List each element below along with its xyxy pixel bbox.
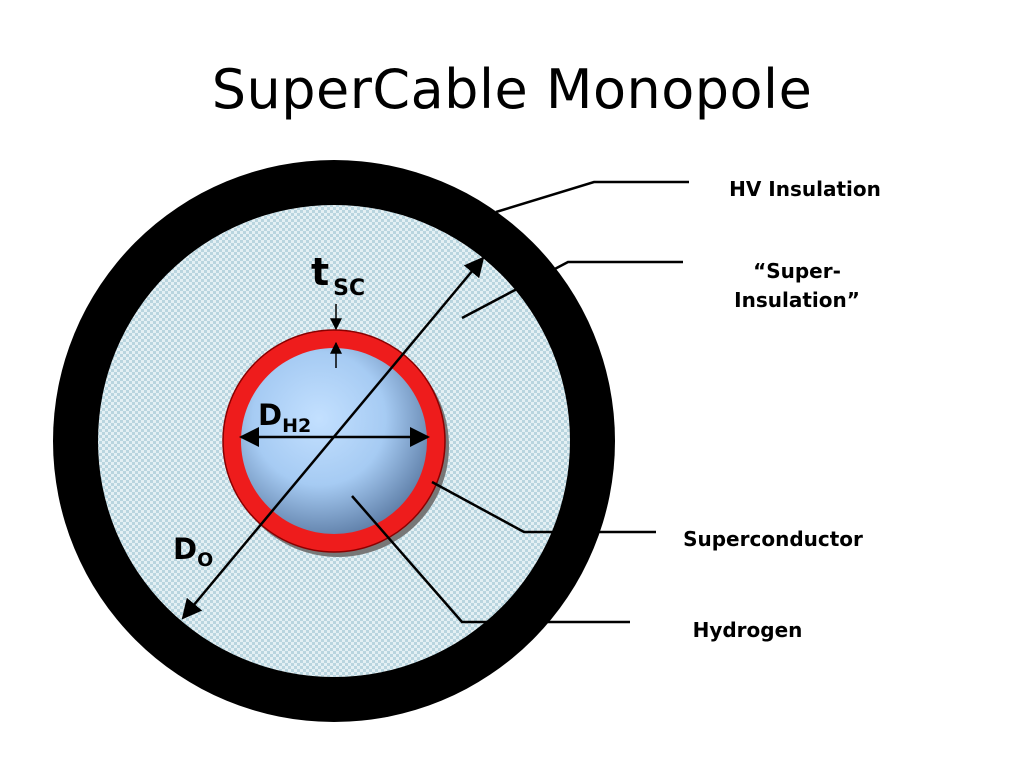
hydrogen-leader	[351, 495, 630, 624]
hydrogen-core	[241, 348, 427, 534]
super-insulation-leader	[461, 260, 683, 320]
hydrogen-label: Hydrogen	[692, 618, 803, 642]
hv-insulation-label: HV Insulation	[729, 177, 881, 201]
super-insulation-label-line2: Insulation”	[734, 288, 860, 312]
dh2-symbol: DH2	[258, 398, 311, 437]
hv-insulation-leader	[495, 180, 689, 214]
super-insulation-label-line1: “Super-	[753, 259, 841, 283]
superconductor-leader	[431, 480, 656, 534]
slide-title: SuperCable Monopole	[211, 58, 813, 121]
super-insulation-label: “Super- Insulation”	[697, 257, 897, 315]
superconductor-label: Superconductor	[683, 527, 863, 551]
do-symbol: DO	[173, 532, 213, 571]
